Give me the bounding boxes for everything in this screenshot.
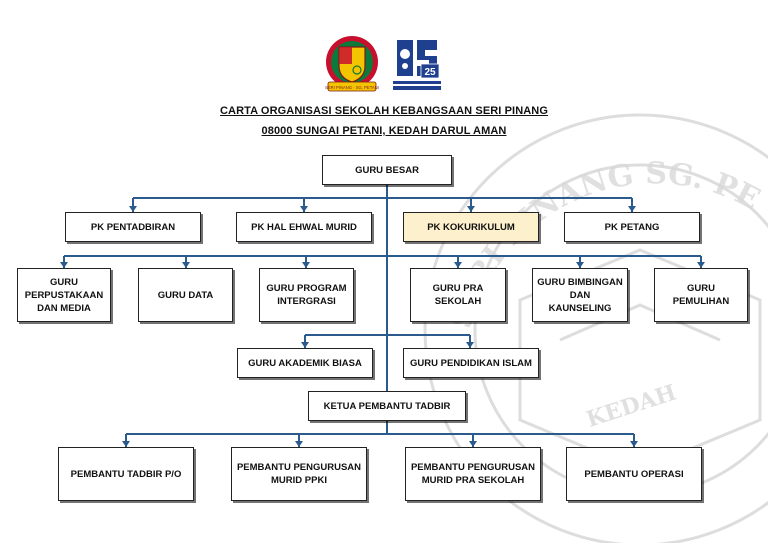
chart-title-line-2: 08000 SUNGAI PETANI, KEDAH DARUL AMAN: [261, 125, 507, 137]
node-label: PEMBANTU PENGURUSAN MURID PPKI: [236, 462, 362, 486]
connector-arrowhead: [60, 262, 68, 268]
node-pembantu-pengurusan-ppki: PEMBANTU PENGURUSAN MURID PPKI: [231, 447, 367, 501]
node-guru-pemulihan: GURU PEMULIHAN: [654, 268, 748, 322]
node-guru-besar: GURU BESAR: [322, 155, 452, 185]
node-label: KETUA PEMBANTU TADBIR: [323, 400, 451, 412]
node-guru-bimbingan: GURU BIMBINGAN DAN KAUNSELING: [532, 268, 628, 322]
node-label: GURU AKADEMIK BIASA: [248, 357, 362, 369]
connector-arrowhead: [697, 262, 705, 268]
connector-arrowhead: [630, 441, 638, 447]
connector-arrowhead: [295, 441, 303, 447]
connector-arrowhead: [129, 206, 137, 212]
connector-arrowhead: [469, 441, 477, 447]
connector-arrowhead: [454, 262, 462, 268]
node-label: PK HAL EHWAL MURID: [251, 221, 357, 233]
connector-arrowhead: [182, 262, 190, 268]
node-label: PEMBANTU PENGURUSAN MURID PRA SEKOLAH: [410, 462, 536, 486]
node-label: GURU BIMBINGAN DAN KAUNSELING: [537, 276, 623, 314]
connector-arrowhead: [300, 206, 308, 212]
anniversary-badge-logo: 25: [393, 40, 441, 90]
school-crest-logo: SERI PINANG · SG. PETANI: [325, 36, 379, 92]
badge-number: 25: [424, 67, 436, 78]
crest-banner-text: SERI PINANG · SG. PETANI: [325, 85, 379, 90]
node-label: GURU PENDIDIKAN ISLAM: [410, 357, 532, 369]
connector-arrowhead: [576, 262, 584, 268]
node-guru-prasekolah: GURU PRA SEKOLAH: [410, 268, 506, 322]
node-label: PEMBANTU TADBIR P/O: [70, 468, 182, 480]
connector-arrowhead: [122, 441, 130, 447]
node-label: PK KOKURIKULUM: [427, 221, 515, 233]
node-pk-pentadbiran: PK PENTADBIRAN: [65, 212, 201, 242]
node-pembantu-pengurusan-prasekolah: PEMBANTU PENGURUSAN MURID PRA SEKOLAH: [405, 447, 541, 501]
node-label: GURU DATA: [157, 289, 214, 301]
node-pembantu-tadbir-po: PEMBANTU TADBIR P/O: [58, 447, 194, 501]
node-ketua-pembantu-tadbir: KETUA PEMBANTU TADBIR: [308, 391, 466, 421]
node-guru-program-integrasi: GURU PROGRAM INTERGRASI: [259, 268, 354, 322]
connector-arrowhead: [466, 342, 474, 348]
node-pk-kokurikulum: PK KOKURIKULUM: [403, 212, 539, 242]
node-pembantu-operasi: PEMBANTU OPERASI: [566, 447, 702, 501]
connector-arrowhead: [628, 206, 636, 212]
node-guru-perpustakaan: GURU PERPUSTAKAAN DAN MEDIA: [17, 268, 111, 322]
connector-arrowhead: [301, 342, 309, 348]
node-pk-hal-ehwal-murid: PK HAL EHWAL MURID: [236, 212, 372, 242]
connector-arrowhead: [302, 262, 310, 268]
node-label: GURU PEMULIHAN: [672, 283, 730, 307]
node-label: PEMBANTU OPERASI: [584, 468, 684, 480]
connector-arrowhead: [467, 206, 475, 212]
node-label: GURU BESAR: [355, 164, 419, 176]
node-label: PK PENTADBIRAN: [90, 221, 176, 233]
node-label: PK PETANG: [604, 221, 660, 233]
node-pk-petang: PK PETANG: [564, 212, 700, 242]
node-label: GURU PROGRAM INTERGRASI: [266, 283, 347, 307]
node-guru-akademik-biasa: GURU AKADEMIK BIASA: [237, 348, 373, 378]
node-label: GURU PERPUSTAKAAN DAN MEDIA: [24, 276, 104, 314]
node-label: GURU PRA SEKOLAH: [432, 283, 484, 307]
node-guru-pendidikan-islam: GURU PENDIDIKAN ISLAM: [403, 348, 539, 378]
node-guru-data: GURU DATA: [138, 268, 233, 322]
chart-title-line-1: CARTA ORGANISASI SEKOLAH KEBANGSAAN SERI…: [220, 105, 548, 117]
